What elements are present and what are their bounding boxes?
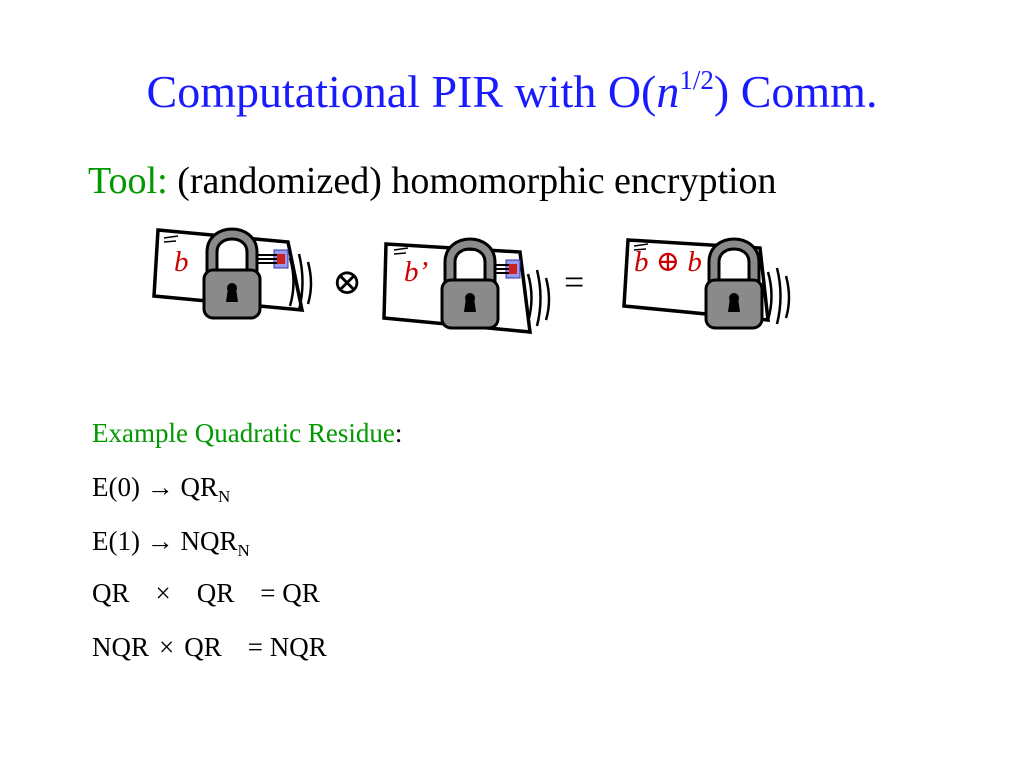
example-rule-2: NQR×QR= NQR (92, 632, 327, 662)
example-line-e0: E(0) → QRN (92, 472, 231, 506)
homomorphic-illustration: b b’ b ⊕ b ⊗ = (140, 222, 820, 342)
slide-title: Computational PIR with O(n1/2) Comm. (0, 62, 1024, 122)
envelope-1-label: b (174, 246, 189, 278)
example-heading: Example Quadratic Residue: (92, 418, 403, 448)
title-suffix: ) Comm. (713, 66, 878, 117)
example-line-e1: E(1) → NQRN (92, 526, 250, 560)
title-prefix: Computational PIR with O( (146, 66, 657, 117)
tool-text: (randomized) homomorphic encryption (177, 160, 777, 202)
title-exponent: 1/2 (679, 65, 714, 95)
envelope-3-icon (622, 240, 791, 328)
envelope-1-icon (152, 230, 313, 318)
envelope-2-icon (382, 244, 551, 332)
envelope-2-label: b’ (404, 256, 429, 288)
subtitle: Tool: (randomized) homomorphic encryptio… (88, 156, 777, 206)
otimes-operator: ⊗ (332, 262, 363, 302)
equals-operator: = (564, 262, 585, 302)
illustration-drawing (152, 222, 791, 342)
title-variable: n (656, 66, 680, 117)
tool-label: Tool: (88, 160, 168, 202)
example-rule-1: QR×QR= QR (92, 578, 320, 608)
envelope-3-label: b ⊕ b (634, 246, 702, 278)
arrow-right-icon: → (146, 526, 174, 556)
arrow-right-icon: → (146, 472, 174, 502)
